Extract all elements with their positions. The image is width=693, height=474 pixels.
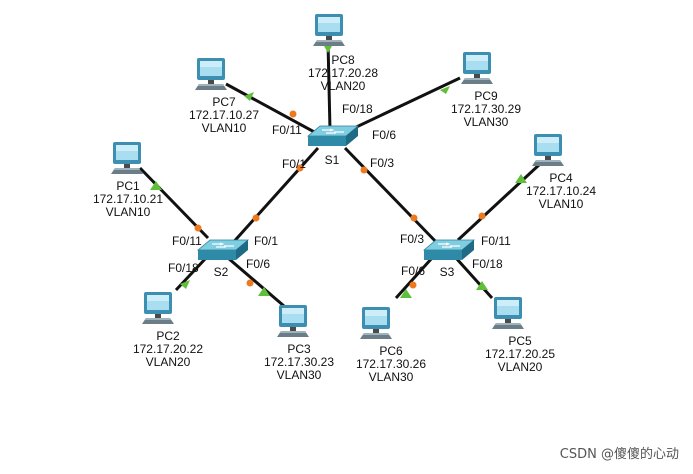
pc8-ip: 172.17.20.28 — [307, 66, 379, 80]
pc9-ip: 172.17.30.29 — [450, 102, 522, 116]
pc1-ip: 172.17.10.21 — [92, 192, 164, 206]
port-dot-s3-f06 — [409, 281, 417, 289]
pc8-name: PC8 — [331, 53, 355, 67]
port-dot-s1-f03 — [360, 166, 368, 174]
access-triangles — [150, 46, 527, 298]
link-s2-pc3 — [227, 256, 285, 308]
port-label-s1-f03: F0/3 — [370, 156, 395, 170]
pc3-icon[interactable] — [277, 305, 309, 337]
pc6-icon[interactable] — [360, 307, 392, 339]
port-dot-s1-f01 — [296, 164, 304, 172]
pc2-icon[interactable] — [142, 292, 174, 324]
pc3-label: PC3 172.17.30.23 VLAN30 — [264, 343, 334, 382]
pc8-vlan: VLAN20 — [320, 79, 366, 93]
pc5-label: PC5 172.17.20.25 VLAN20 — [485, 335, 555, 374]
link-s3-pc5 — [454, 256, 494, 300]
pc1-label: PC1 172.17.10.21 VLAN10 — [93, 180, 163, 219]
pc9-name: PC9 — [474, 89, 498, 103]
pc3-name: PC3 — [287, 342, 311, 356]
pc1-name: PC1 — [116, 179, 140, 193]
pc5-icon[interactable] — [492, 297, 524, 329]
port-dot-s2-f01 — [252, 214, 260, 222]
port-dot-s3-f011 — [478, 212, 486, 220]
pc6-ip: 172.17.30.26 — [355, 357, 427, 371]
pc7-label: PC7 172.17.10.27 VLAN10 — [189, 96, 259, 135]
pc9-vlan: VLAN30 — [463, 115, 509, 129]
switch-s1-label: S1 — [324, 153, 340, 167]
pc5-vlan: VLAN20 — [497, 360, 543, 374]
link-up-pc4 — [515, 174, 527, 183]
pc9-icon[interactable] — [461, 52, 493, 84]
pc5-name: PC5 — [508, 334, 532, 348]
pc4-vlan: VLAN10 — [538, 197, 584, 211]
link-s1-s2 — [228, 146, 320, 248]
pc7-ip: 172.17.10.27 — [188, 108, 260, 122]
port-label-s1-f011: F0/11 — [272, 123, 302, 137]
pc2-label: PC2 172.17.20.22 VLAN20 — [133, 330, 203, 369]
pc8-icon[interactable] — [313, 14, 345, 46]
pc3-ip: 172.17.30.23 — [263, 355, 335, 369]
pc5-ip: 172.17.20.25 — [484, 347, 556, 361]
pc2-vlan: VLAN20 — [145, 355, 191, 369]
pc6-vlan: VLAN30 — [368, 370, 414, 384]
link-s1-pc9 — [349, 76, 461, 132]
port-dot-s3-f03 — [410, 214, 418, 222]
port-label-s1-f06: F0/6 — [372, 128, 397, 142]
port-label-s1-f01: F0/1 — [282, 157, 307, 171]
link-up-pc6 — [400, 289, 412, 298]
port-dot-s2-f011 — [194, 224, 202, 232]
pc1-icon[interactable] — [111, 142, 143, 174]
link-up-pc7 — [244, 92, 254, 101]
pc7-name: PC7 — [212, 95, 236, 109]
switch-s3-icon[interactable] — [423, 239, 475, 261]
port-label-s3-f018: F0/18 — [472, 257, 503, 271]
pc9-label: PC9 172.17.30.29 VLAN30 — [451, 90, 521, 129]
pc4-label: PC4 172.17.10.24 VLAN10 — [526, 172, 596, 211]
pc2-name: PC2 — [156, 329, 180, 343]
pc7-icon[interactable] — [195, 58, 227, 90]
port-label-s3-f06: F0/6 — [401, 264, 426, 278]
port-label-s3-f03: F0/3 — [400, 232, 425, 246]
pc4-icon[interactable] — [532, 134, 564, 166]
pc8-label: PC8 172.17.20.28 VLAN20 — [308, 54, 378, 93]
port-label-s1-f018: F0/18 — [342, 102, 373, 116]
port-label-s2-f01: F0/1 — [254, 234, 279, 248]
link-up-pc1 — [150, 181, 162, 190]
port-dot-s1-f011 — [289, 110, 297, 118]
link-s1-pc7 — [225, 82, 319, 136]
port-dot-s2-f06 — [246, 279, 254, 287]
link-up-pc8 — [324, 46, 332, 53]
pc7-vlan: VLAN10 — [201, 121, 247, 135]
switch-s1-icon[interactable] — [307, 125, 359, 147]
link-s3-pc4 — [456, 162, 542, 242]
link-up-pc3 — [258, 287, 270, 296]
watermark-text: CSDN @傻傻的心动 — [559, 447, 679, 462]
pc4-ip: 172.17.10.24 — [525, 184, 597, 198]
switch-s2-label: S2 — [213, 265, 229, 279]
pc3-vlan: VLAN30 — [276, 368, 322, 382]
port-label-s3-f011: F0/11 — [481, 234, 511, 248]
link-up-pc9 — [440, 86, 450, 94]
link-up-pc2 — [180, 280, 190, 289]
pc6-label: PC6 172.17.30.26 VLAN30 — [356, 345, 426, 384]
pc1-vlan: VLAN10 — [105, 205, 151, 219]
pc4-name: PC4 — [549, 171, 573, 185]
pc6-name: PC6 — [379, 344, 403, 358]
pc2-ip: 172.17.20.22 — [132, 342, 204, 356]
link-up-pc5 — [476, 281, 488, 290]
port-label-s2-f011: F0/11 — [172, 234, 202, 248]
link-s1-pc8 — [326, 41, 332, 131]
switch-s2-icon[interactable] — [197, 239, 249, 261]
link-s1-s3 — [343, 146, 442, 248]
port-label-s2-f06: F0/6 — [246, 257, 271, 271]
switch-s3-label: S3 — [439, 265, 455, 279]
port-label-s2-f018: F0/18 — [168, 261, 199, 275]
trunk-dots — [194, 110, 486, 289]
link-s3-pc6 — [394, 256, 434, 300]
